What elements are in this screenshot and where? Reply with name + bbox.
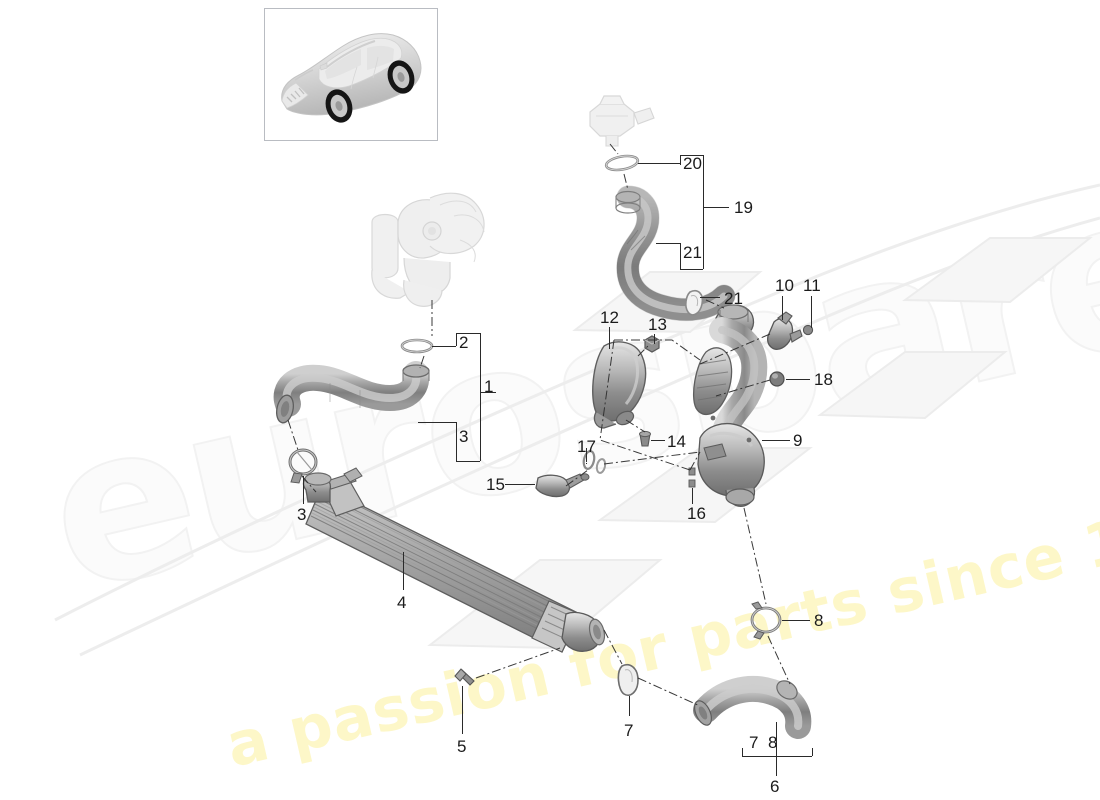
leader-20 [638,163,680,164]
assembly-axis-lines [287,143,791,707]
callout-label-3a: 3 [459,427,469,446]
callout-label-7b: 7 [749,733,759,752]
callout-label-7a: 7 [624,721,634,740]
bracket-6-right-tick [812,748,813,756]
leader-3-upper [418,422,456,423]
leader-14 [651,440,665,441]
leader-7 [629,696,630,716]
callout-label-20: 20 [683,154,702,173]
leader-21-inner [656,243,680,244]
leader-12 [609,327,610,349]
leader-13 [654,334,655,344]
leader-6 [776,756,777,776]
sensor-10 [767,311,803,350]
callout-label-19: 19 [734,198,753,217]
bracket-1-bottom-tick [456,422,457,461]
bracket-1-bottom-arm [456,461,480,462]
upper-charge-air-pipe [615,185,736,322]
leader-17 [586,448,587,462]
fastening-bolt-14 [639,430,651,447]
leader-9 [762,440,790,441]
leader-19 [703,207,729,208]
callout-label-6: 6 [770,777,780,796]
callout-label-15: 15 [486,475,505,494]
callout-label-8a: 8 [814,611,824,630]
o-ring-20 [604,154,640,172]
pipe-clip-7 [617,664,639,696]
leader-18 [786,379,810,380]
charge-air-cooler-4 [302,467,606,653]
air-distributor-manifold-9 [692,304,768,507]
vehicle-thumbnail [264,8,438,141]
o-ring-17 [582,450,607,474]
leader-10 [782,296,783,320]
bracket-1-spine [480,333,481,461]
charge-air-hose-1 [273,361,430,424]
callout-label-3b: 3 [297,505,307,524]
bracket-bolt-16 [688,467,696,488]
callout-label-21a: 21 [683,243,702,262]
turbocharger-ghost [371,192,485,307]
callout-label-10: 10 [775,276,794,295]
leader-2 [432,346,456,347]
bracket-6-span [742,756,812,757]
grommet-18 [769,371,785,387]
lower-charge-air-pipe-6 [693,675,812,739]
callout-label-16: 16 [687,504,706,523]
leader-11 [811,296,812,328]
vehicle-thumbnail-art [265,9,437,140]
leader-4 [403,552,404,590]
callout-label-2: 2 [459,333,469,352]
o-ring-2 [400,338,434,354]
callout-label-11: 11 [803,276,821,295]
mounting-bolt-5 [454,668,475,686]
callout-label-8b: 8 [768,733,778,752]
leader-3-lower [303,476,304,504]
leader-17-dot [586,463,587,464]
upper-sensor-ghost [589,95,655,147]
fastening-nut-13 [644,335,660,353]
callout-label-13: 13 [648,315,667,334]
sensor-bolt-11 [802,324,814,336]
bracket-19-top-arm [680,155,703,156]
callout-label-17: 17 [577,437,596,456]
leader-1 [480,392,496,393]
vacuum-reservoir-12 [592,341,647,429]
leader-21b [700,297,720,298]
pipe-clip-21b [685,289,704,316]
callout-label-14: 14 [667,432,686,451]
leader-8 [782,620,810,621]
callout-label-5: 5 [457,737,467,756]
callout-label-9: 9 [793,431,803,450]
callout-label-12: 12 [600,308,619,327]
retaining-clamp-8 [750,601,782,640]
callout-label-4: 4 [397,593,407,612]
bracket-19-bottom-tick [680,243,681,269]
leader-15 [505,484,535,485]
leader-16 [692,488,693,504]
bracket-1-top-arm [456,333,480,334]
callout-label-1: 1 [484,377,494,396]
vacuum-connector-15 [535,473,590,498]
bracket-1-top-tick [456,333,457,346]
callout-label-21b: 21 [724,289,743,308]
bracket-6-inner-tick [776,722,777,756]
bracket-19-top-tick [680,155,681,165]
callout-label-18: 18 [814,370,833,389]
bracket-19-bottom-arm [680,269,703,270]
bracket-19-spine [703,155,704,269]
leader-5 [462,686,463,734]
hose-clamp-3 [288,448,318,484]
bracket-6-left-tick [742,748,743,756]
